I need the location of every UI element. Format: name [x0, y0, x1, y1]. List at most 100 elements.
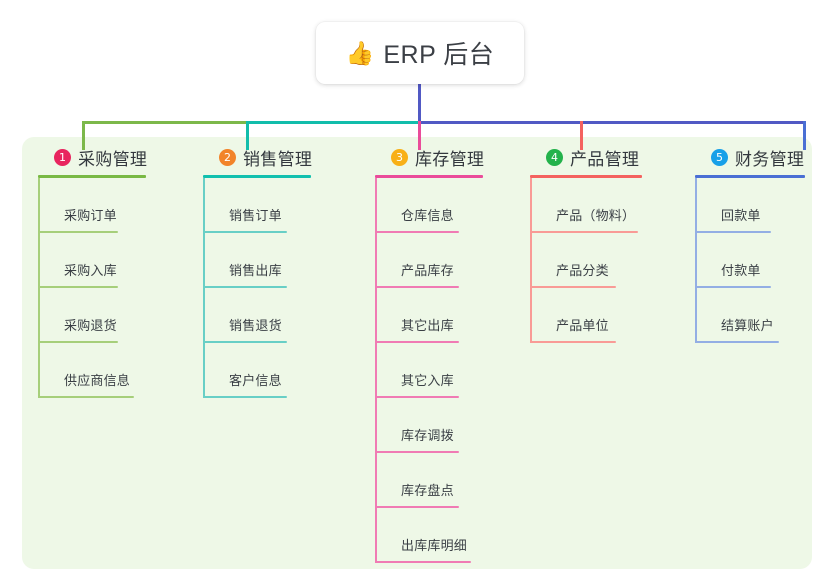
- list-item-label: 销售出库: [229, 263, 282, 278]
- list-item-label: 产品库存: [401, 263, 454, 278]
- connector-drop-inventory: [418, 121, 421, 150]
- list-item[interactable]: 客户信息: [203, 343, 323, 398]
- list-item-label: 客户信息: [229, 373, 282, 388]
- column-items-inventory: 仓库信息产品库存其它出库其它入库库存调拨库存盘点出库库明细: [375, 178, 495, 563]
- list-item-rule: [530, 286, 616, 288]
- list-item-rule: [695, 231, 771, 233]
- list-item-rule: [203, 396, 287, 398]
- column-number-badge: 2: [219, 148, 236, 166]
- column-number-badge: 1: [54, 148, 71, 166]
- list-item[interactable]: 出库库明细: [375, 508, 495, 563]
- list-item-rule: [375, 451, 459, 453]
- list-item-rule: [375, 506, 459, 508]
- list-item-label: 付款单: [721, 263, 761, 278]
- list-item[interactable]: 销售订单: [203, 178, 323, 233]
- list-item-label: 销售退货: [229, 318, 282, 333]
- list-item[interactable]: 库存调拨: [375, 398, 495, 453]
- list-item[interactable]: 销售退货: [203, 288, 323, 343]
- list-item[interactable]: 销售出库: [203, 233, 323, 288]
- list-item-rule: [38, 231, 118, 233]
- list-item[interactable]: 产品分类: [530, 233, 655, 288]
- list-item-label: 产品分类: [556, 263, 609, 278]
- list-item-rule: [375, 286, 459, 288]
- connector-drop-sales: [246, 121, 249, 150]
- thumbs-up-icon: 👍: [345, 39, 375, 66]
- connector-drop-finance: [803, 121, 806, 150]
- list-item[interactable]: 结算账户: [695, 288, 815, 343]
- column-title-inventory: 库存管理: [415, 149, 485, 169]
- list-item-rule: [695, 286, 771, 288]
- column-spine: [38, 178, 40, 398]
- list-item-rule: [375, 561, 471, 563]
- list-item-rule: [203, 286, 287, 288]
- diagram-panel-background: [22, 137, 812, 569]
- list-item-label: 采购退货: [64, 318, 117, 333]
- column-items-product: 产品（物料） 产品分类产品单位: [530, 178, 655, 343]
- column-spine: [695, 178, 697, 343]
- list-item[interactable]: 采购退货: [38, 288, 158, 343]
- root-node-title: ERP 后台: [383, 41, 495, 69]
- list-item-label: 采购入库: [64, 263, 117, 278]
- list-item[interactable]: 库存盘点: [375, 453, 495, 508]
- list-item[interactable]: 产品单位: [530, 288, 655, 343]
- column-spine: [530, 178, 532, 343]
- list-item-label: 其它出库: [401, 318, 454, 333]
- list-item-rule: [530, 231, 638, 233]
- column-title-sales: 销售管理: [243, 149, 313, 169]
- column-number-badge: 3: [391, 148, 408, 166]
- connector-bus-right: [419, 121, 806, 124]
- list-item-rule: [375, 231, 459, 233]
- list-item-label: 供应商信息: [64, 373, 131, 388]
- list-item[interactable]: 产品（物料）: [530, 178, 655, 233]
- column-header-sales[interactable]: 2 销售管理: [203, 145, 323, 169]
- column-items-sales: 销售订单销售出库销售退货客户信息: [203, 178, 323, 398]
- column-header-rule: [530, 175, 642, 178]
- list-item-label: 库存盘点: [401, 483, 454, 498]
- column-sales: 2 销售管理销售订单销售出库销售退货客户信息: [203, 145, 323, 398]
- list-item[interactable]: 供应商信息: [38, 343, 158, 398]
- column-header-rule: [38, 175, 146, 178]
- list-item-rule: [38, 396, 134, 398]
- connector-root-stem: [418, 84, 421, 124]
- list-item-rule: [375, 396, 459, 398]
- list-item[interactable]: 采购入库: [38, 233, 158, 288]
- list-item-label: 产品（物料）: [556, 208, 636, 223]
- column-header-finance[interactable]: 5 财务管理: [695, 145, 815, 169]
- column-header-rule: [375, 175, 483, 178]
- list-item-rule: [530, 341, 616, 343]
- list-item-label: 销售订单: [229, 208, 282, 223]
- list-item-rule: [695, 341, 779, 343]
- list-item-rule: [203, 231, 287, 233]
- column-header-rule: [695, 175, 805, 178]
- list-item-rule: [38, 341, 118, 343]
- list-item[interactable]: 其它出库: [375, 288, 495, 343]
- list-item[interactable]: 其它入库: [375, 343, 495, 398]
- list-item-label: 结算账户: [721, 318, 774, 333]
- column-finance: 5 财务管理回款单付款单结算账户: [695, 145, 815, 343]
- root-node[interactable]: 👍 ERP 后台: [316, 22, 524, 84]
- list-item-label: 产品单位: [556, 318, 609, 333]
- column-spine: [203, 178, 205, 398]
- list-item-label: 采购订单: [64, 208, 117, 223]
- list-item-rule: [375, 341, 459, 343]
- column-title-finance: 财务管理: [735, 149, 805, 169]
- connector-drop-purchase: [82, 121, 85, 150]
- list-item[interactable]: 产品库存: [375, 233, 495, 288]
- list-item[interactable]: 回款单: [695, 178, 815, 233]
- column-spine: [375, 178, 377, 563]
- list-item[interactable]: 付款单: [695, 233, 815, 288]
- list-item-label: 出库库明细: [401, 538, 468, 553]
- connector-bus-middle: [246, 121, 421, 124]
- column-number-badge: 5: [711, 148, 728, 166]
- list-item-rule: [38, 286, 118, 288]
- list-item[interactable]: 仓库信息: [375, 178, 495, 233]
- connector-drop-product: [580, 121, 583, 150]
- list-item[interactable]: 采购订单: [38, 178, 158, 233]
- column-number-badge: 4: [546, 148, 563, 166]
- column-header-inventory[interactable]: 3 库存管理: [375, 145, 495, 169]
- column-inventory: 3 库存管理仓库信息产品库存其它出库其它入库库存调拨库存盘点出库库明细: [375, 145, 495, 563]
